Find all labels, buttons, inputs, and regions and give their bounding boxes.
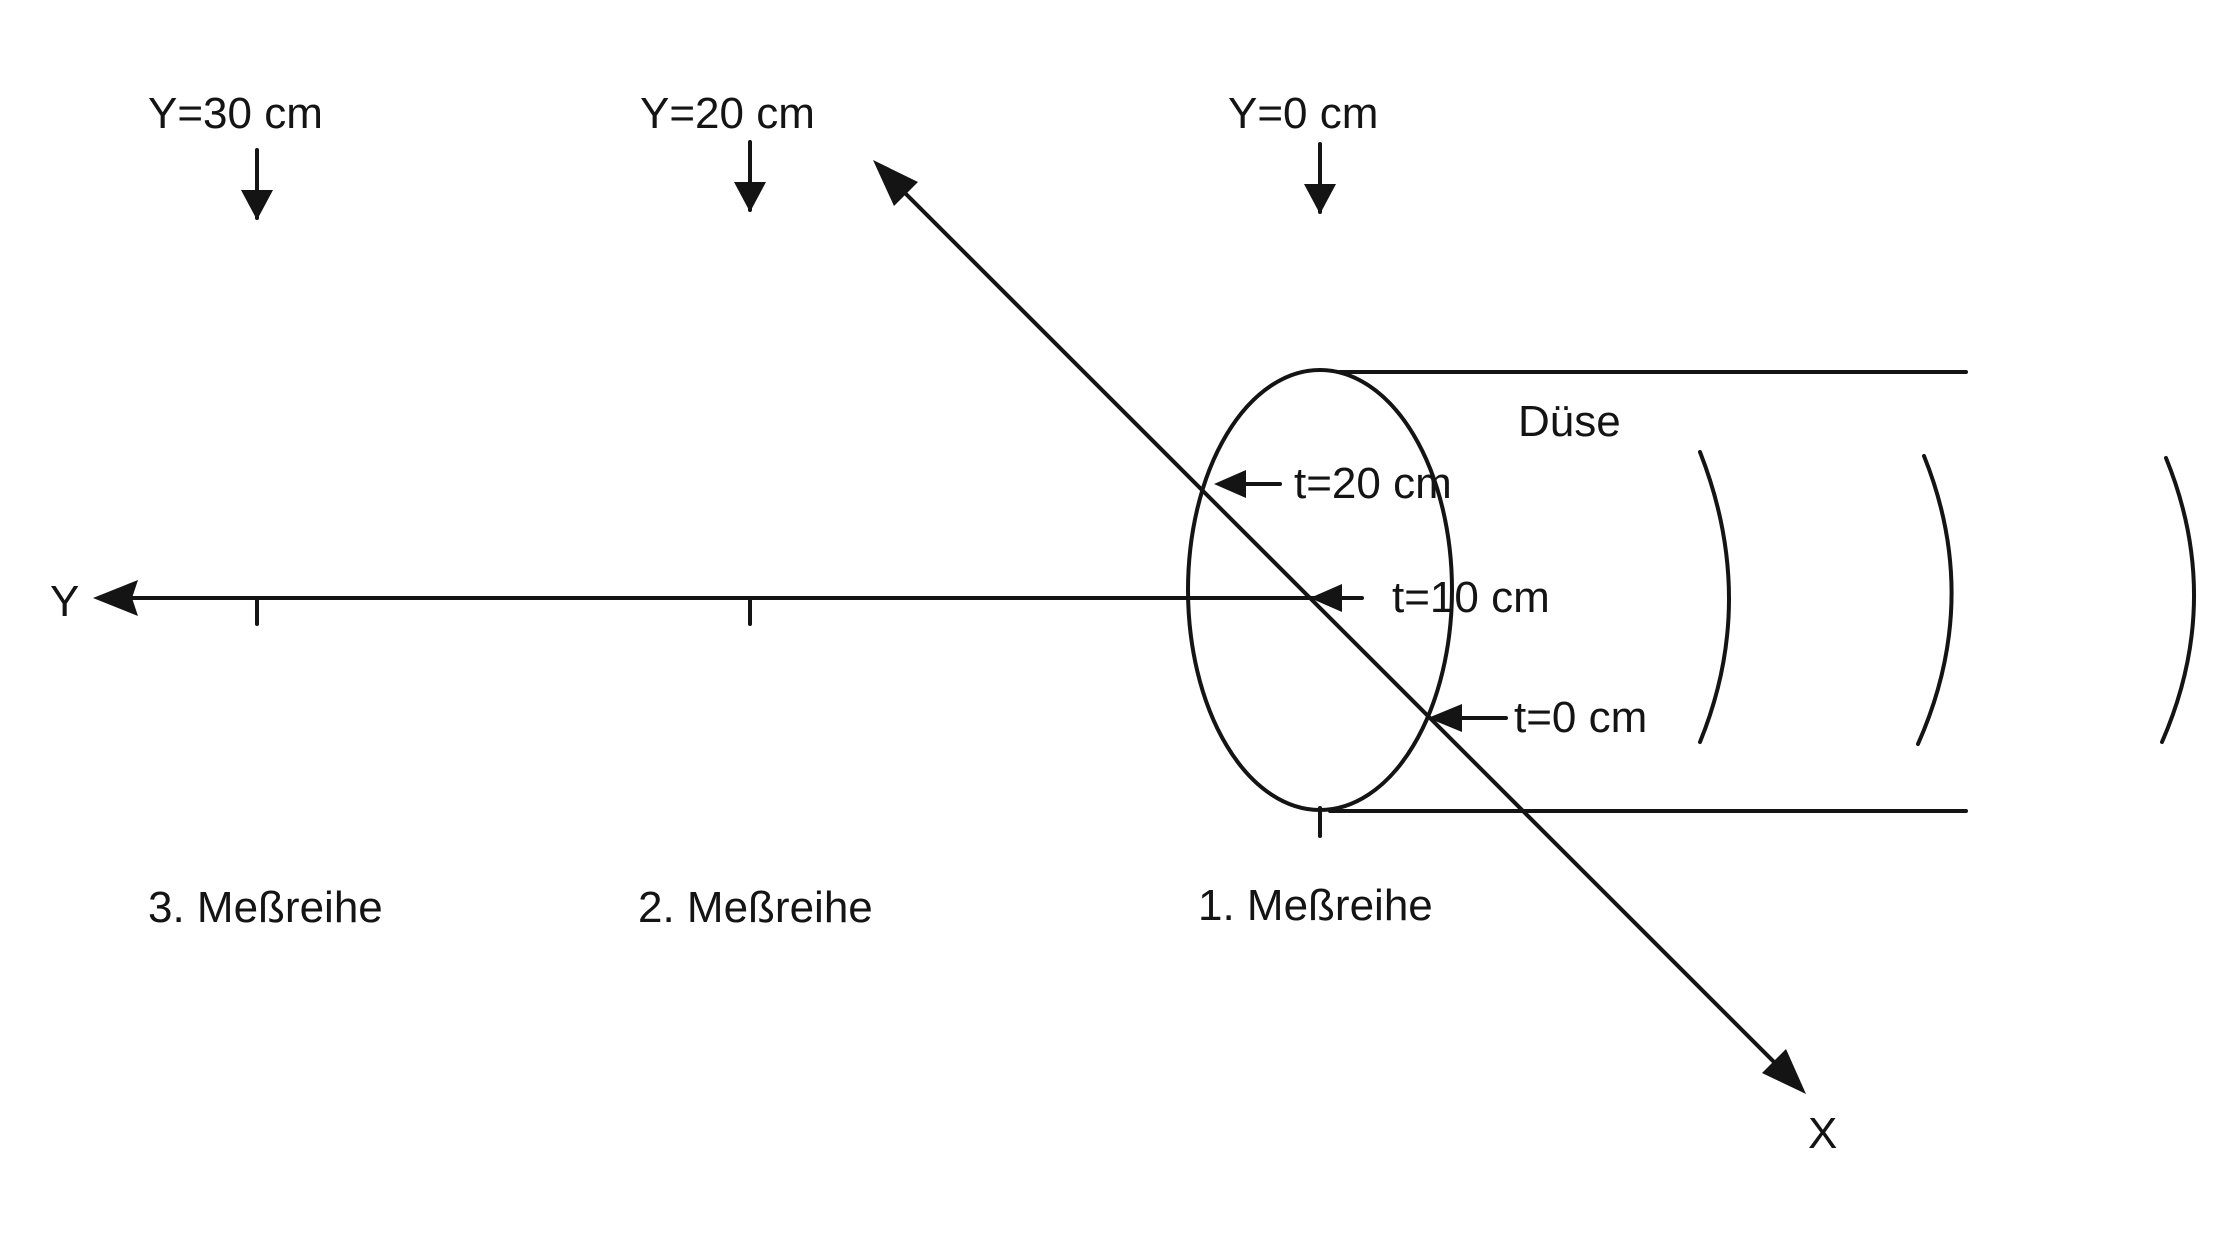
- position-label-y0: Y=0 cm: [1228, 89, 1378, 138]
- position-arrowhead-y30: [241, 190, 273, 220]
- nozzle-opening-ellipse: [1186, 368, 1454, 812]
- y-axis: [93, 580, 1322, 838]
- x-axis-line: [888, 176, 1784, 1072]
- nozzle-ring-2: [1916, 454, 1954, 746]
- nozzle-label: Düse: [1518, 397, 1621, 446]
- nozzle: [1186, 368, 2196, 813]
- position-arrowhead-y20: [734, 182, 766, 212]
- x-axis-label: X: [1808, 1109, 1837, 1158]
- x-axis-arrowhead-start: [873, 160, 918, 206]
- position-arrowhead-y0: [1304, 184, 1336, 214]
- t20-arrowhead: [1214, 470, 1246, 498]
- nozzle-ring-1: [1698, 450, 1731, 744]
- t-markers: [1214, 470, 1508, 732]
- nozzle-ring-3: [2160, 456, 2196, 744]
- x-axis: [873, 160, 1806, 1094]
- y-axis-arrowhead: [93, 580, 138, 616]
- t0-label: t=0 cm: [1514, 693, 1647, 742]
- position-label-y30: Y=30 cm: [148, 89, 323, 138]
- series-label-1: 1. Meßreihe: [1198, 881, 1433, 930]
- t10-arrowhead: [1310, 584, 1342, 612]
- series-label-2: 2. Meßreihe: [638, 883, 873, 932]
- series-label-3: 3. Meßreihe: [148, 883, 383, 932]
- y-axis-label: Y: [50, 577, 79, 626]
- x-axis-arrowhead-end: [1762, 1049, 1806, 1094]
- position-label-y20: Y=20 cm: [640, 89, 815, 138]
- position-arrows: [241, 140, 1336, 220]
- t20-label: t=20 cm: [1294, 459, 1452, 508]
- t10-label: t=10 cm: [1392, 573, 1550, 622]
- t0-arrowhead: [1428, 704, 1462, 732]
